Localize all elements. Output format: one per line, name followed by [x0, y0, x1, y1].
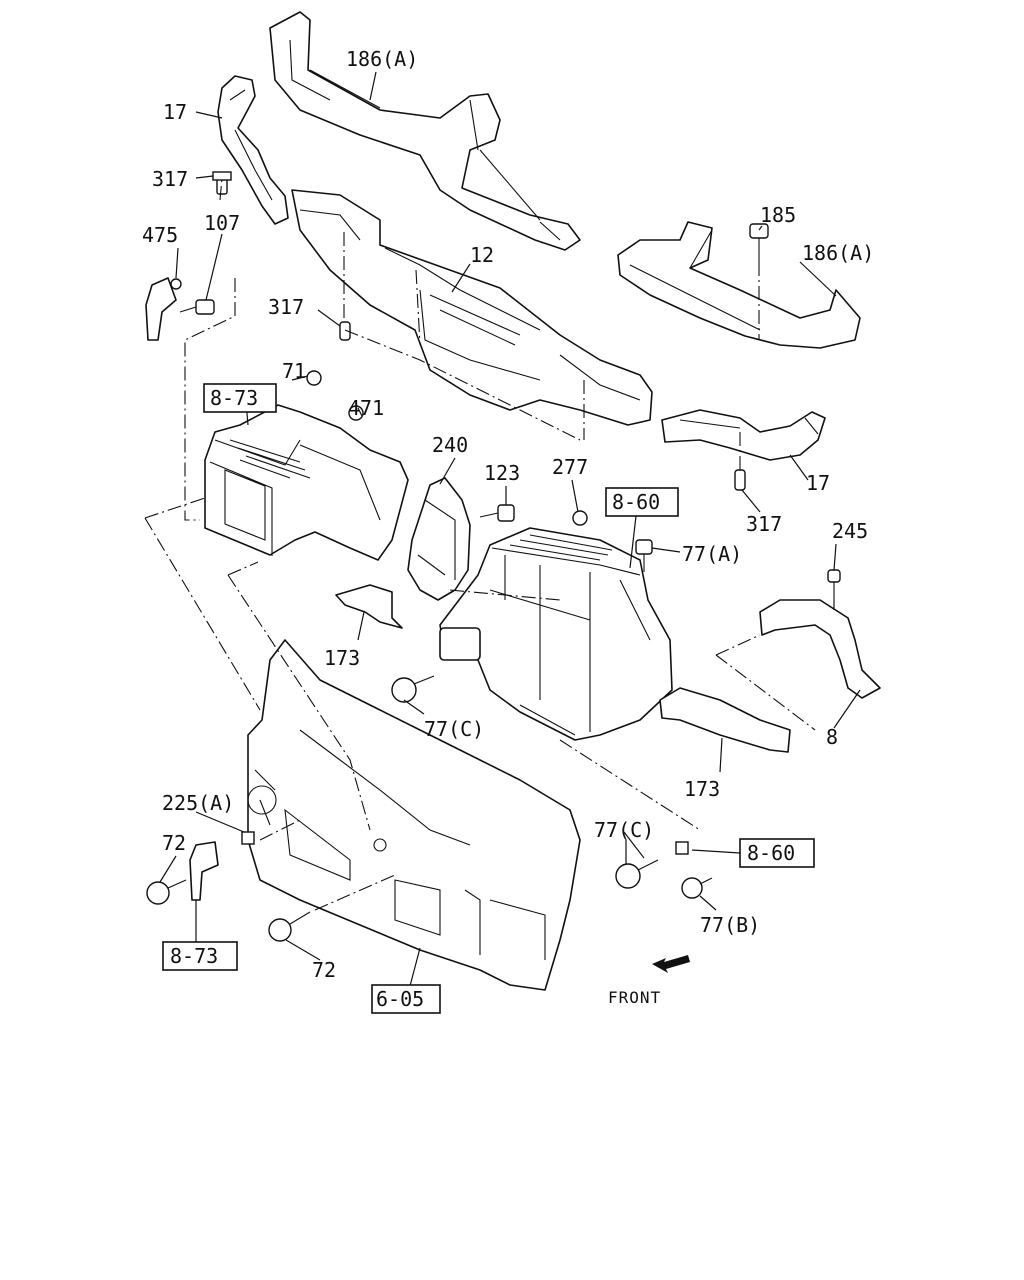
label-71[interactable]: 71 [282, 359, 306, 383]
label-317-mid[interactable]: 317 [268, 295, 304, 319]
bolt-123-icon[interactable] [479, 504, 515, 522]
label-245[interactable]: 245 [832, 519, 868, 543]
part-blower-unit[interactable] [204, 404, 409, 561]
ref-8-73-top[interactable]: 8-73 [203, 383, 277, 413]
label-72-left[interactable]: 72 [162, 831, 186, 855]
label-173-left[interactable]: 173 [324, 646, 360, 670]
label-front: FRONT [608, 988, 661, 1007]
svg-text:6-05: 6-05 [376, 987, 424, 1011]
label-107[interactable]: 107 [204, 211, 240, 235]
bolt-317-right-icon[interactable] [734, 469, 746, 491]
part-defroster-duct-186a-right[interactable] [617, 221, 861, 349]
label-471[interactable]: 471 [348, 396, 384, 420]
label-317-top[interactable]: 317 [152, 167, 188, 191]
bolt-77b-icon[interactable] [681, 877, 713, 899]
label-77a[interactable]: 77(A) [682, 542, 742, 566]
label-475[interactable]: 475 [142, 223, 178, 247]
bolt-77c-lower-icon[interactable] [615, 859, 659, 889]
label-77c-lower[interactable]: 77(C) [594, 818, 654, 842]
bolt-107-icon[interactable] [179, 299, 215, 315]
clip-317-mid-icon[interactable] [339, 321, 351, 341]
label-186a-right[interactable]: 186(A) [802, 241, 874, 265]
bolt-317-top-icon[interactable] [212, 171, 232, 195]
label-186a-top[interactable]: 186(A) [346, 47, 418, 71]
ref-8-73-bottom[interactable]: 8-73 [162, 941, 238, 971]
label-77b[interactable]: 77(B) [700, 913, 760, 937]
ref-6-05[interactable]: 6-05 [371, 984, 441, 1014]
label-123[interactable]: 123 [484, 461, 520, 485]
fasteners [146, 171, 841, 942]
label-225a[interactable]: 225(A) [162, 791, 234, 815]
label-17-top[interactable]: 17 [163, 100, 187, 124]
ref-8-60-bottom[interactable]: 8-60 [739, 838, 815, 868]
ref-8-60-top[interactable]: 8-60 [605, 487, 679, 517]
svg-text:8-60: 8-60 [612, 490, 660, 514]
label-277[interactable]: 277 [552, 455, 588, 479]
label-8[interactable]: 8 [826, 725, 838, 749]
label-72-bottom[interactable]: 72 [312, 958, 336, 982]
clip-860-lower-icon[interactable] [675, 841, 689, 855]
part-aspirator-173-left[interactable] [335, 584, 403, 629]
connection-lines [144, 177, 835, 911]
part-heater-unit[interactable] [439, 527, 673, 741]
leader-lines [159, 71, 861, 987]
label-173-right[interactable]: 173 [684, 777, 720, 801]
part-defroster-duct-186a-top[interactable] [269, 11, 581, 251]
clip-225a-icon[interactable] [241, 831, 255, 845]
reference-boxes: 8-73 8-60 8-60 8-73 6-05 [162, 383, 815, 1014]
bolt-72-left-icon[interactable] [146, 879, 187, 905]
svg-text:8-60: 8-60 [747, 841, 795, 865]
bolt-185-icon[interactable] [749, 223, 769, 262]
bolt-77a-icon[interactable] [635, 539, 653, 572]
part-labels: 186(A) 17 317 475 107 317 12 185 186(A) … [142, 47, 874, 1007]
label-12[interactable]: 12 [470, 243, 494, 267]
part-bracket-left[interactable] [189, 841, 219, 901]
nut-277-icon[interactable] [572, 510, 588, 526]
bolt-72-bottom-icon[interactable] [268, 911, 311, 942]
svg-text:8-73: 8-73 [210, 386, 258, 410]
part-rear-duct-8[interactable] [759, 599, 881, 699]
clip-475-icon[interactable] [170, 278, 182, 290]
part-cross-member-12[interactable] [291, 189, 653, 426]
part-rear-duct-173[interactable] [659, 687, 791, 753]
label-17-right[interactable]: 17 [806, 471, 830, 495]
svg-text:8-73: 8-73 [170, 944, 218, 968]
label-317-right[interactable]: 317 [746, 512, 782, 536]
part-duct-240[interactable] [407, 477, 471, 601]
label-77c-upper[interactable]: 77(C) [424, 717, 484, 741]
bolt-77c-upper-icon[interactable] [391, 675, 435, 703]
part-side-duct-17-right[interactable] [661, 409, 826, 461]
front-arrow-icon [652, 955, 690, 973]
part-bracket-475[interactable] [145, 277, 177, 341]
part-side-duct-17-left[interactable] [217, 75, 289, 225]
nut-471-icon[interactable] [348, 405, 364, 421]
label-240[interactable]: 240 [432, 433, 468, 457]
label-185[interactable]: 185 [760, 203, 796, 227]
nut-71-icon[interactable] [306, 370, 322, 386]
